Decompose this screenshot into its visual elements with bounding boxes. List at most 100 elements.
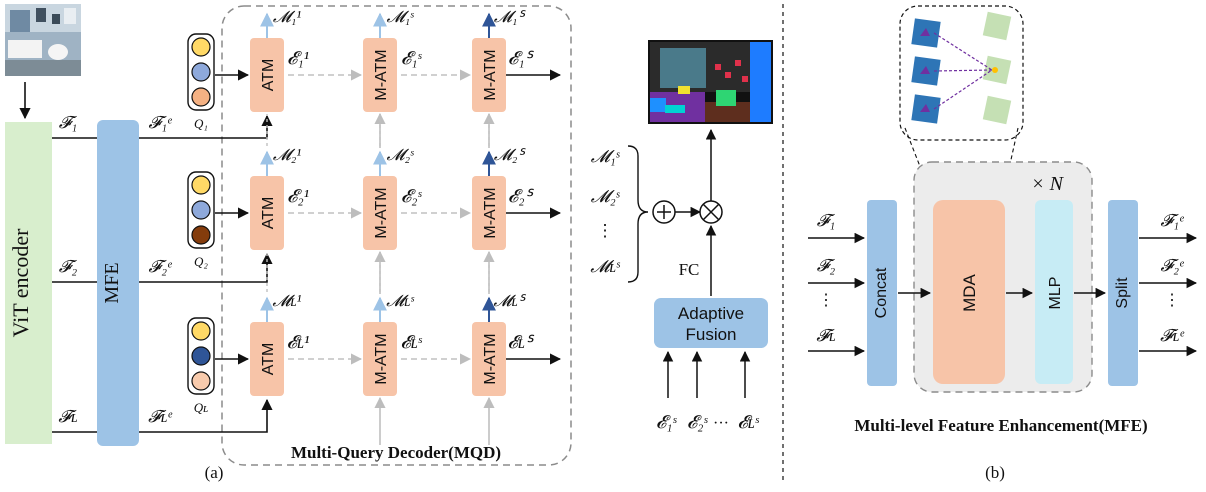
concat-block [867,200,897,386]
query-dot [191,37,211,57]
mask-label: 𝓜ʟ¹ [273,293,302,310]
atm-label: ATM [260,59,277,92]
mfe-block [97,120,139,446]
embedding-label: 𝓔ʟ¹ [287,332,310,352]
fusion-mask-L: 𝓜ʟˢ [590,257,621,276]
atm-block [250,322,284,396]
query-dot [191,321,211,341]
m-atm-label: M-ATM [482,333,499,384]
embedding-label: 𝓔₂ᔆ [508,186,535,206]
fc-label: FC [679,260,700,279]
embedding-label: 𝓔ʟˢ [400,332,422,352]
query-label-1: Q₁ [194,116,208,131]
atm-block [250,38,284,112]
encoder-feature-3: 𝓕ʟ [58,407,77,426]
mfe-title: Multi-level Feature Enhancement(MFE) [854,416,1147,435]
mfe-output-2: 𝓕₂ᵉ [1161,256,1184,275]
query-label-2: Q₂ [194,254,208,269]
m-atm-block [472,176,506,250]
m-atm-block [363,322,397,396]
mfe-input-2: 𝓕₂ [817,256,836,275]
fusion-embed-L: 𝓔ʟˢ [737,412,759,432]
enhanced-feature-2: 𝓕₂ᵉ [149,257,172,276]
mlp-block [1035,200,1073,384]
adaptive-fusion-block [654,298,768,348]
mqd-container [221,5,572,466]
fusion-brace [627,145,649,283]
mask-label: 𝓜₂ᔆ [494,147,526,164]
mda-label: MDA [960,273,979,311]
mask-label: 𝓜₁ˢ [387,9,414,26]
atm-label: ATM [260,197,277,230]
segmentation-output-image [648,40,773,124]
mfe-detail: × N 𝓕₁ 𝓕₂ ⋮ 𝓕ʟ Concat MDA MLP Split 𝓕₁ᵉ … [808,5,1198,482]
mask-label: 𝓜ʟˢ [386,293,414,310]
m-atm-block [363,38,397,112]
mask-label: 𝓜₂¹ [273,147,301,164]
adaptive-fusion-label-2: Fusion [685,325,736,344]
mfe-label: MFE [101,262,123,303]
mask-label: 𝓜₂ˢ [387,147,414,164]
encoder-feature-2: 𝓕₂ [59,257,78,276]
query-label-3: Qʟ [194,400,208,415]
split-label: Split [1114,277,1131,309]
atm-label: ATM [260,343,277,376]
m-atm-block [363,176,397,250]
m-atm-block [472,38,506,112]
mfe-input-1: 𝓕₁ [817,211,836,230]
caption-b: (b) [985,463,1005,482]
mda-zoom-box [899,5,1024,141]
embedding-label: 𝓔₁¹ [287,48,309,68]
embedding-label: 𝓔₁ˢ [401,48,423,68]
mask-label: 𝓜₁ᔆ [494,9,526,26]
fusion-mask-2: 𝓜₂ˢ [591,187,621,206]
enhanced-feature-1: 𝓕₁ᵉ [149,113,172,132]
m-atm-label: M-ATM [482,187,499,238]
query-dot [191,175,211,195]
mfe-output-ellipsis: ⋮ [1164,292,1180,309]
mlp-label: MLP [1047,277,1064,310]
query-dot [191,87,211,107]
input-image [5,4,81,76]
enhanced-feature-3: 𝓕ʟᵉ [148,407,172,426]
mfe-output-L: 𝓕ʟᵉ [1160,326,1184,345]
query-dot [191,62,211,82]
fusion-mask-ellipsis: ⋮ [597,221,614,240]
embedding-label: 𝓔₂¹ [287,186,309,206]
vit-encoder-label: ViT encoder [8,228,33,338]
m-atm-label: M-ATM [373,187,390,238]
fusion-embed-2: 𝓔₂ˢ [687,412,709,432]
split-block [1108,200,1138,386]
fusion-section: 𝓜₁ˢ 𝓜₂ˢ ⋮ 𝓜ʟˢ FC Adaptive Fusion 𝓔₁ˢ 𝓔₂ˢ… [590,128,768,432]
query-dot [191,200,211,220]
vit-encoder-block [5,122,52,444]
query-dot [191,346,211,366]
atm-block [250,176,284,250]
mfe-input-L: 𝓕ʟ [816,326,835,345]
mfe-input-ellipsis: ⋮ [818,292,834,309]
mask-label: 𝓜₁¹ [273,9,301,26]
mask-label: 𝓜ʟᔆ [494,293,527,310]
encoder-feature-1: 𝓕₁ [59,113,78,132]
fusion-embed-1: 𝓔₁ˢ [656,412,678,432]
fusion-embed-ellipsis: ··· [713,415,729,432]
m-atm-label: M-ATM [482,49,499,100]
adaptive-fusion-label-1: Adaptive [678,304,744,323]
query-dot [191,371,211,391]
concat-label: Concat [873,267,890,318]
embedding-label: 𝓔ʟᔆ [508,332,535,352]
caption-a: (a) [205,463,224,482]
mfe-output-1: 𝓕₁ᵉ [1161,211,1184,230]
query-dot [191,225,211,245]
query-points [911,18,941,124]
mqd-title: Multi-Query Decoder(MQD) [291,443,501,462]
m-atm-label: M-ATM [373,333,390,384]
embedding-label: 𝓔₂ˢ [401,186,423,206]
mda-block [933,200,1005,384]
m-atm-label: M-ATM [373,49,390,100]
embedding-label: 𝓔₁ᔆ [508,48,535,68]
fusion-mask-1: 𝓜₁ˢ [591,147,621,166]
